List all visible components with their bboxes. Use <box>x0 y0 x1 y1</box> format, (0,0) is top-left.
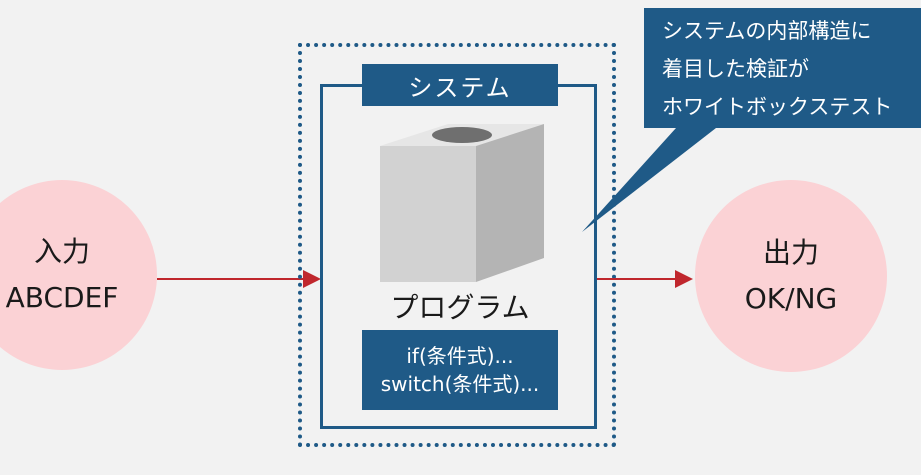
callout-line-3: ホワイトボックステスト <box>662 95 893 119</box>
callout-line-2: 着目した検証が <box>662 57 809 81</box>
code-box: if(条件式)... switch(条件式)... <box>362 330 558 410</box>
input-arrow-line <box>157 278 305 280</box>
input-arrow-head <box>303 270 321 288</box>
input-value: ABCDEF <box>5 281 119 314</box>
system-boundary <box>298 43 616 447</box>
cube-hole <box>432 127 492 143</box>
output-title: 出力 <box>762 236 819 269</box>
output-arrow-line <box>597 278 677 280</box>
cube-side-face <box>476 124 544 282</box>
input-title: 入力 <box>33 235 90 268</box>
output-arrow-head <box>675 270 693 288</box>
code-line-if: if(条件式)... <box>406 344 514 368</box>
input-circle: 入力 ABCDEF <box>0 180 157 370</box>
output-circle: 出力 OK/NG <box>695 180 887 372</box>
output-value: OK/NG <box>744 282 838 315</box>
program-cube-icon <box>380 124 544 282</box>
callout-text: システムの内部構造に 着目した検証が ホワイトボックステスト <box>644 8 921 128</box>
cube-front-face <box>380 146 476 282</box>
system-label: システム <box>362 64 558 106</box>
callout-line-1: システムの内部構造に <box>662 19 872 43</box>
program-label: プログラム <box>390 291 530 324</box>
code-line-switch: switch(条件式)... <box>380 372 540 396</box>
